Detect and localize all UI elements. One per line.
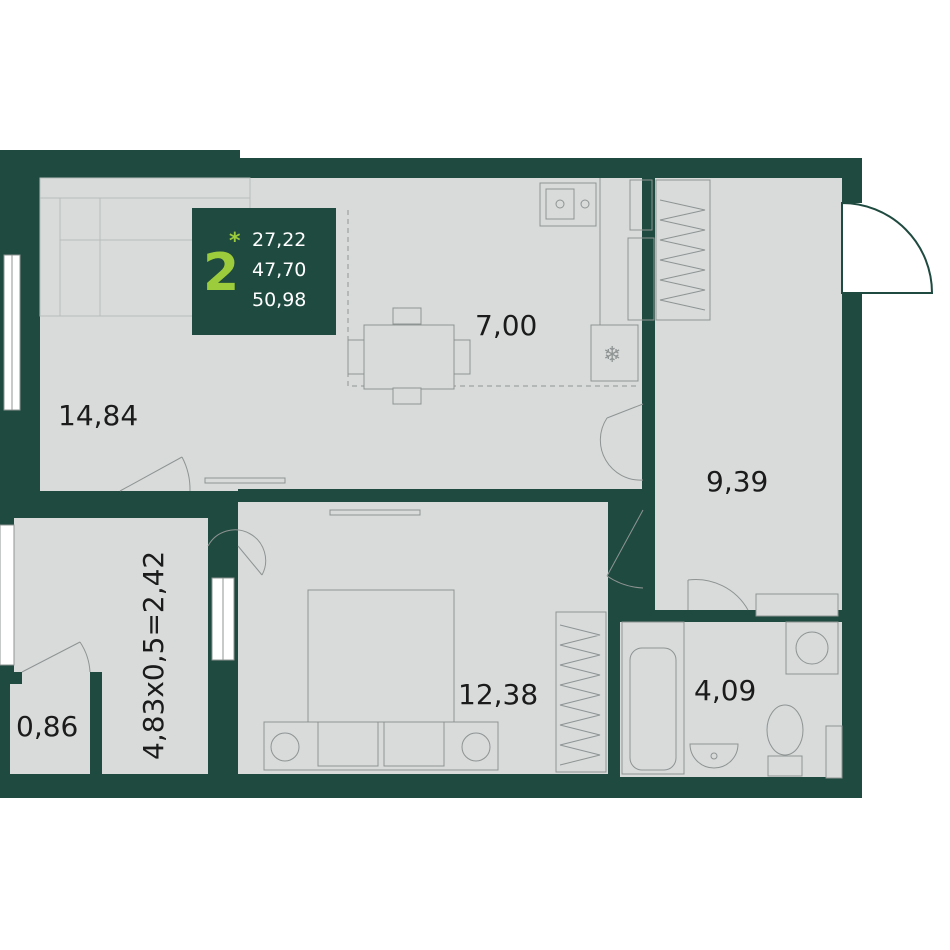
area-label-storage: 0,86 <box>16 710 78 743</box>
door-bathroom[interactable] <box>687 579 749 611</box>
fridge-icon: ❄ <box>603 343 621 368</box>
door-bedroom[interactable] <box>606 509 644 589</box>
wall-hall-bath <box>608 610 688 622</box>
badge-marker: * <box>229 229 241 254</box>
dining-zone <box>347 210 640 387</box>
wardrobe-hall <box>627 179 711 321</box>
double-bed <box>263 589 499 771</box>
wall-kitchen-hall <box>643 178 655 404</box>
wall-storage-top <box>0 672 22 684</box>
wall-storage <box>90 672 102 774</box>
window-balcony <box>0 524 15 666</box>
entrance-door[interactable] <box>841 201 934 294</box>
area-label-hall: 9,39 <box>706 465 768 498</box>
wall-bedroom-hall <box>643 480 655 510</box>
area-label-living: 14,84 <box>58 399 138 432</box>
door-living[interactable] <box>119 456 191 492</box>
area-label-bedroom: 12,38 <box>458 678 538 711</box>
area-label-balcony: 4,83x0,5=2,42 <box>137 551 170 760</box>
washing-machine <box>785 621 839 675</box>
door-storage[interactable] <box>21 641 91 673</box>
tv-living <box>204 477 286 484</box>
hall-floor <box>655 178 842 610</box>
dining-table <box>347 307 471 405</box>
area-living: 27,22 <box>252 229 306 251</box>
shoe-rack <box>755 593 839 617</box>
wall-balcony-top <box>0 491 120 518</box>
bathtub <box>621 621 685 775</box>
wall-bedroom-bath <box>608 610 620 780</box>
tv-bedroom <box>329 509 421 516</box>
door-balcony[interactable] <box>207 529 267 576</box>
sink <box>689 743 739 769</box>
room-count: 2 <box>203 243 239 303</box>
wall-bedroom-left <box>208 660 238 778</box>
wall-living-bedroom <box>238 489 654 499</box>
wardrobe-bedroom <box>555 611 607 773</box>
area-total: 47,70 <box>252 259 306 281</box>
area-with-balcony: 50,98 <box>252 289 306 311</box>
wall-notch <box>240 150 862 158</box>
living-kitchen-floor <box>40 178 642 491</box>
door-hall-kitchen[interactable] <box>599 403 644 481</box>
wall-balcony-top-right <box>190 491 238 518</box>
apartment-badge <box>192 208 336 335</box>
storage-floor <box>10 683 90 774</box>
area-label-kitchen: 7,00 <box>475 309 537 342</box>
boiler <box>825 725 843 779</box>
area-label-bathroom: 4,09 <box>694 674 756 707</box>
toilet <box>766 704 804 777</box>
kitchen-counter <box>539 178 639 382</box>
